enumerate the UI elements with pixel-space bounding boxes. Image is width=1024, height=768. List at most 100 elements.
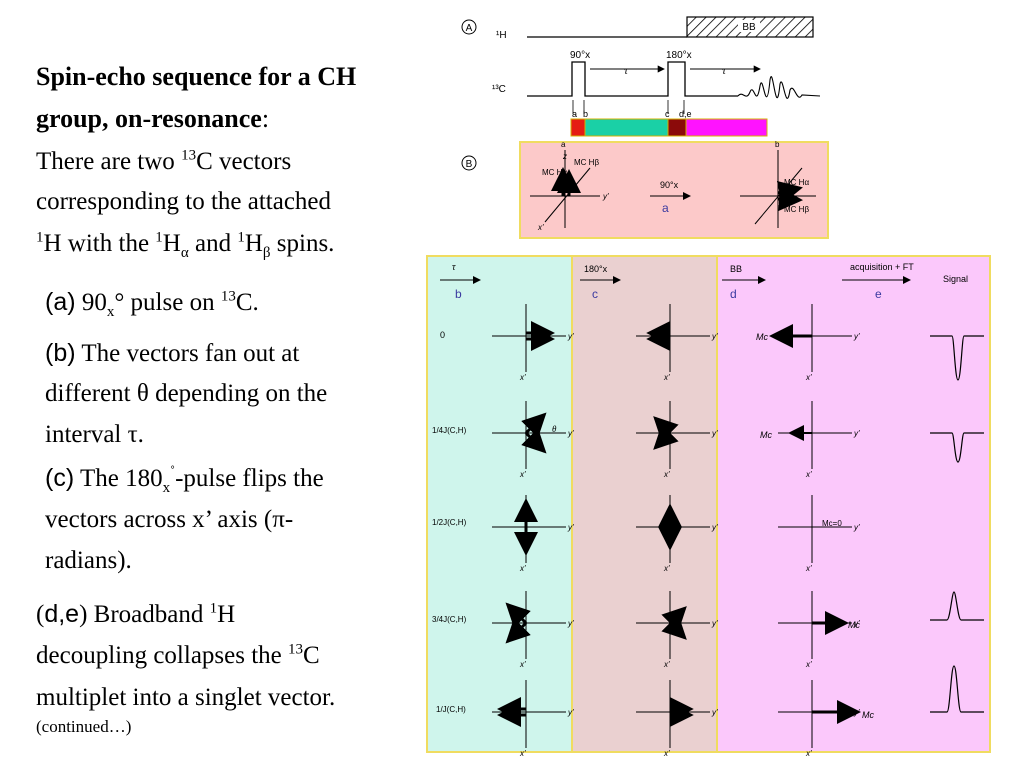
step-tag: (b) (45, 339, 76, 367)
intro-text: H with the (43, 230, 156, 257)
axis-x-label: x' (519, 373, 526, 382)
label-mc-hbeta: MC Hβ (574, 158, 599, 167)
step-text: C. (235, 289, 259, 316)
axis-y: y' (602, 192, 609, 201)
intro-line-1: There are two 13C vectors (36, 142, 291, 182)
row-label-2: 1/2J(C,H) (432, 518, 467, 527)
h-channel-label: ¹H (496, 30, 507, 41)
label-a: a (561, 140, 566, 149)
step-de-line-1: (d,e) Broadband 1H (36, 594, 235, 635)
axis-x-label: x' (663, 749, 670, 758)
evolution-border (426, 255, 991, 753)
label-mc-halpha: MC Hα (542, 168, 567, 177)
axis-y-label: y' (711, 619, 718, 628)
sup-1: 1 (36, 229, 44, 246)
signal-row3 (930, 591, 984, 621)
pulse-90-arrow-label: 90°x (660, 180, 679, 190)
sup-1: 1 (209, 600, 218, 617)
axis-y-label: y' (567, 429, 574, 438)
axis-x-label: x' (663, 660, 670, 669)
stage-a-label: a (662, 201, 669, 215)
axis-y-label: y' (567, 708, 574, 717)
sup-degree: ˚ (170, 464, 176, 481)
pulse-180-label: 180°x (666, 50, 692, 61)
mc-label-row3: Mc (848, 620, 860, 630)
axis-x-label: x' (663, 373, 670, 382)
time-point-a: a (572, 109, 577, 119)
strip-teal (584, 118, 669, 137)
axis-x-label: x' (805, 470, 812, 479)
axis-x-label: x' (519, 749, 526, 758)
intro-line-3: 1H with the 1Hα and 1Hβ spins. (36, 224, 334, 264)
step-text: -pulse flips the (175, 465, 324, 492)
row-label-0: 0 (440, 330, 445, 340)
mc-vector-c (653, 416, 679, 442)
sup-1: 1 (155, 229, 163, 246)
axis-y-label: y' (711, 332, 718, 341)
axis-y-label: y' (853, 619, 860, 628)
panel-b: B a b MC Hα MC Hβ y' x' z 90°x a MC Hα M… (461, 140, 829, 239)
column-b-bg (427, 256, 572, 752)
strip-magenta (685, 118, 768, 137)
intro-text: There are two (36, 148, 182, 175)
signal-row0 (930, 335, 984, 381)
step-text: decoupling collapses the (36, 642, 289, 669)
axis-x-label: x' (805, 373, 812, 382)
step-text: H (217, 601, 236, 628)
axis-x: x' (537, 223, 544, 232)
theta-label: θ (552, 424, 557, 434)
step-text: 90 (75, 289, 107, 316)
label-b-hbeta: MC Hβ (784, 205, 809, 214)
sub-x: x (106, 304, 115, 320)
continued-note: (continued…) (36, 717, 132, 736)
row-label-1: 1/4J(C,H) (432, 426, 467, 435)
strip-red (570, 118, 586, 137)
column-de-bg (717, 256, 990, 752)
panel-b-label: B (466, 159, 473, 170)
tau-label-1: τ (624, 65, 629, 77)
step-text: The vectors fan out at (75, 340, 300, 367)
intro-text: spins. (270, 230, 335, 257)
intro-line-2: corresponding to the attached (36, 188, 332, 215)
axis-x-label: x' (805, 660, 812, 669)
stage-d-label: d (730, 287, 737, 301)
bb-label-bg (738, 20, 760, 32)
axis-z: z (562, 152, 567, 161)
step-b-line-1: (b) The vectors fan out at (45, 333, 299, 374)
mc-label-row4: Mc (862, 710, 874, 720)
magnetization-vectors (497, 321, 861, 727)
evolution-panel: τ 180°x BB acquisition + FT Signal b c d… (426, 255, 991, 758)
step-de-line-3: multiplet into a singlet vector. (36, 684, 336, 711)
step-b-line-3: interval τ. (45, 421, 144, 448)
c-channel-label: ¹³C (492, 84, 506, 95)
step-b-line-2: different θ depending on the (45, 380, 328, 407)
time-point-c: c (665, 109, 670, 119)
stage-e-label: e (875, 287, 882, 301)
intro-text: C vectors (196, 148, 292, 175)
pulse-90-label: 90°x (570, 50, 590, 61)
sub-beta: β (262, 245, 271, 261)
axis-y-label: y' (711, 429, 718, 438)
signal-row4 (930, 665, 984, 713)
header-tau: τ (452, 262, 456, 273)
step-c-line-1: (c) The 180x˚-pulse flips the (45, 458, 324, 499)
step-text: ° pulse on (114, 289, 221, 316)
axis-y-label: y' (567, 523, 574, 532)
panel-a-circle (461, 19, 477, 35)
sup-13: 13 (288, 641, 304, 658)
panel-b-circle (461, 155, 477, 171)
title-text: Spin-echo sequence for a CH group, on-re… (36, 62, 357, 133)
step-text: ) Broadband (79, 601, 210, 628)
time-point-b: b (583, 109, 588, 119)
step-a: (a) 90x° pulse on 13C. (45, 282, 259, 323)
row-label-3: 3/4J(C,H) (432, 615, 467, 624)
axis-x-label: x' (519, 660, 526, 669)
step-tag: d,e (44, 600, 80, 628)
mc-label-row1: Mc (760, 430, 772, 440)
mc-label-row0: Mc (756, 332, 768, 342)
bb-label: BB (742, 22, 756, 33)
intro-text: H (244, 230, 263, 257)
intro-text: H (162, 230, 181, 257)
label-b: b (775, 140, 780, 149)
